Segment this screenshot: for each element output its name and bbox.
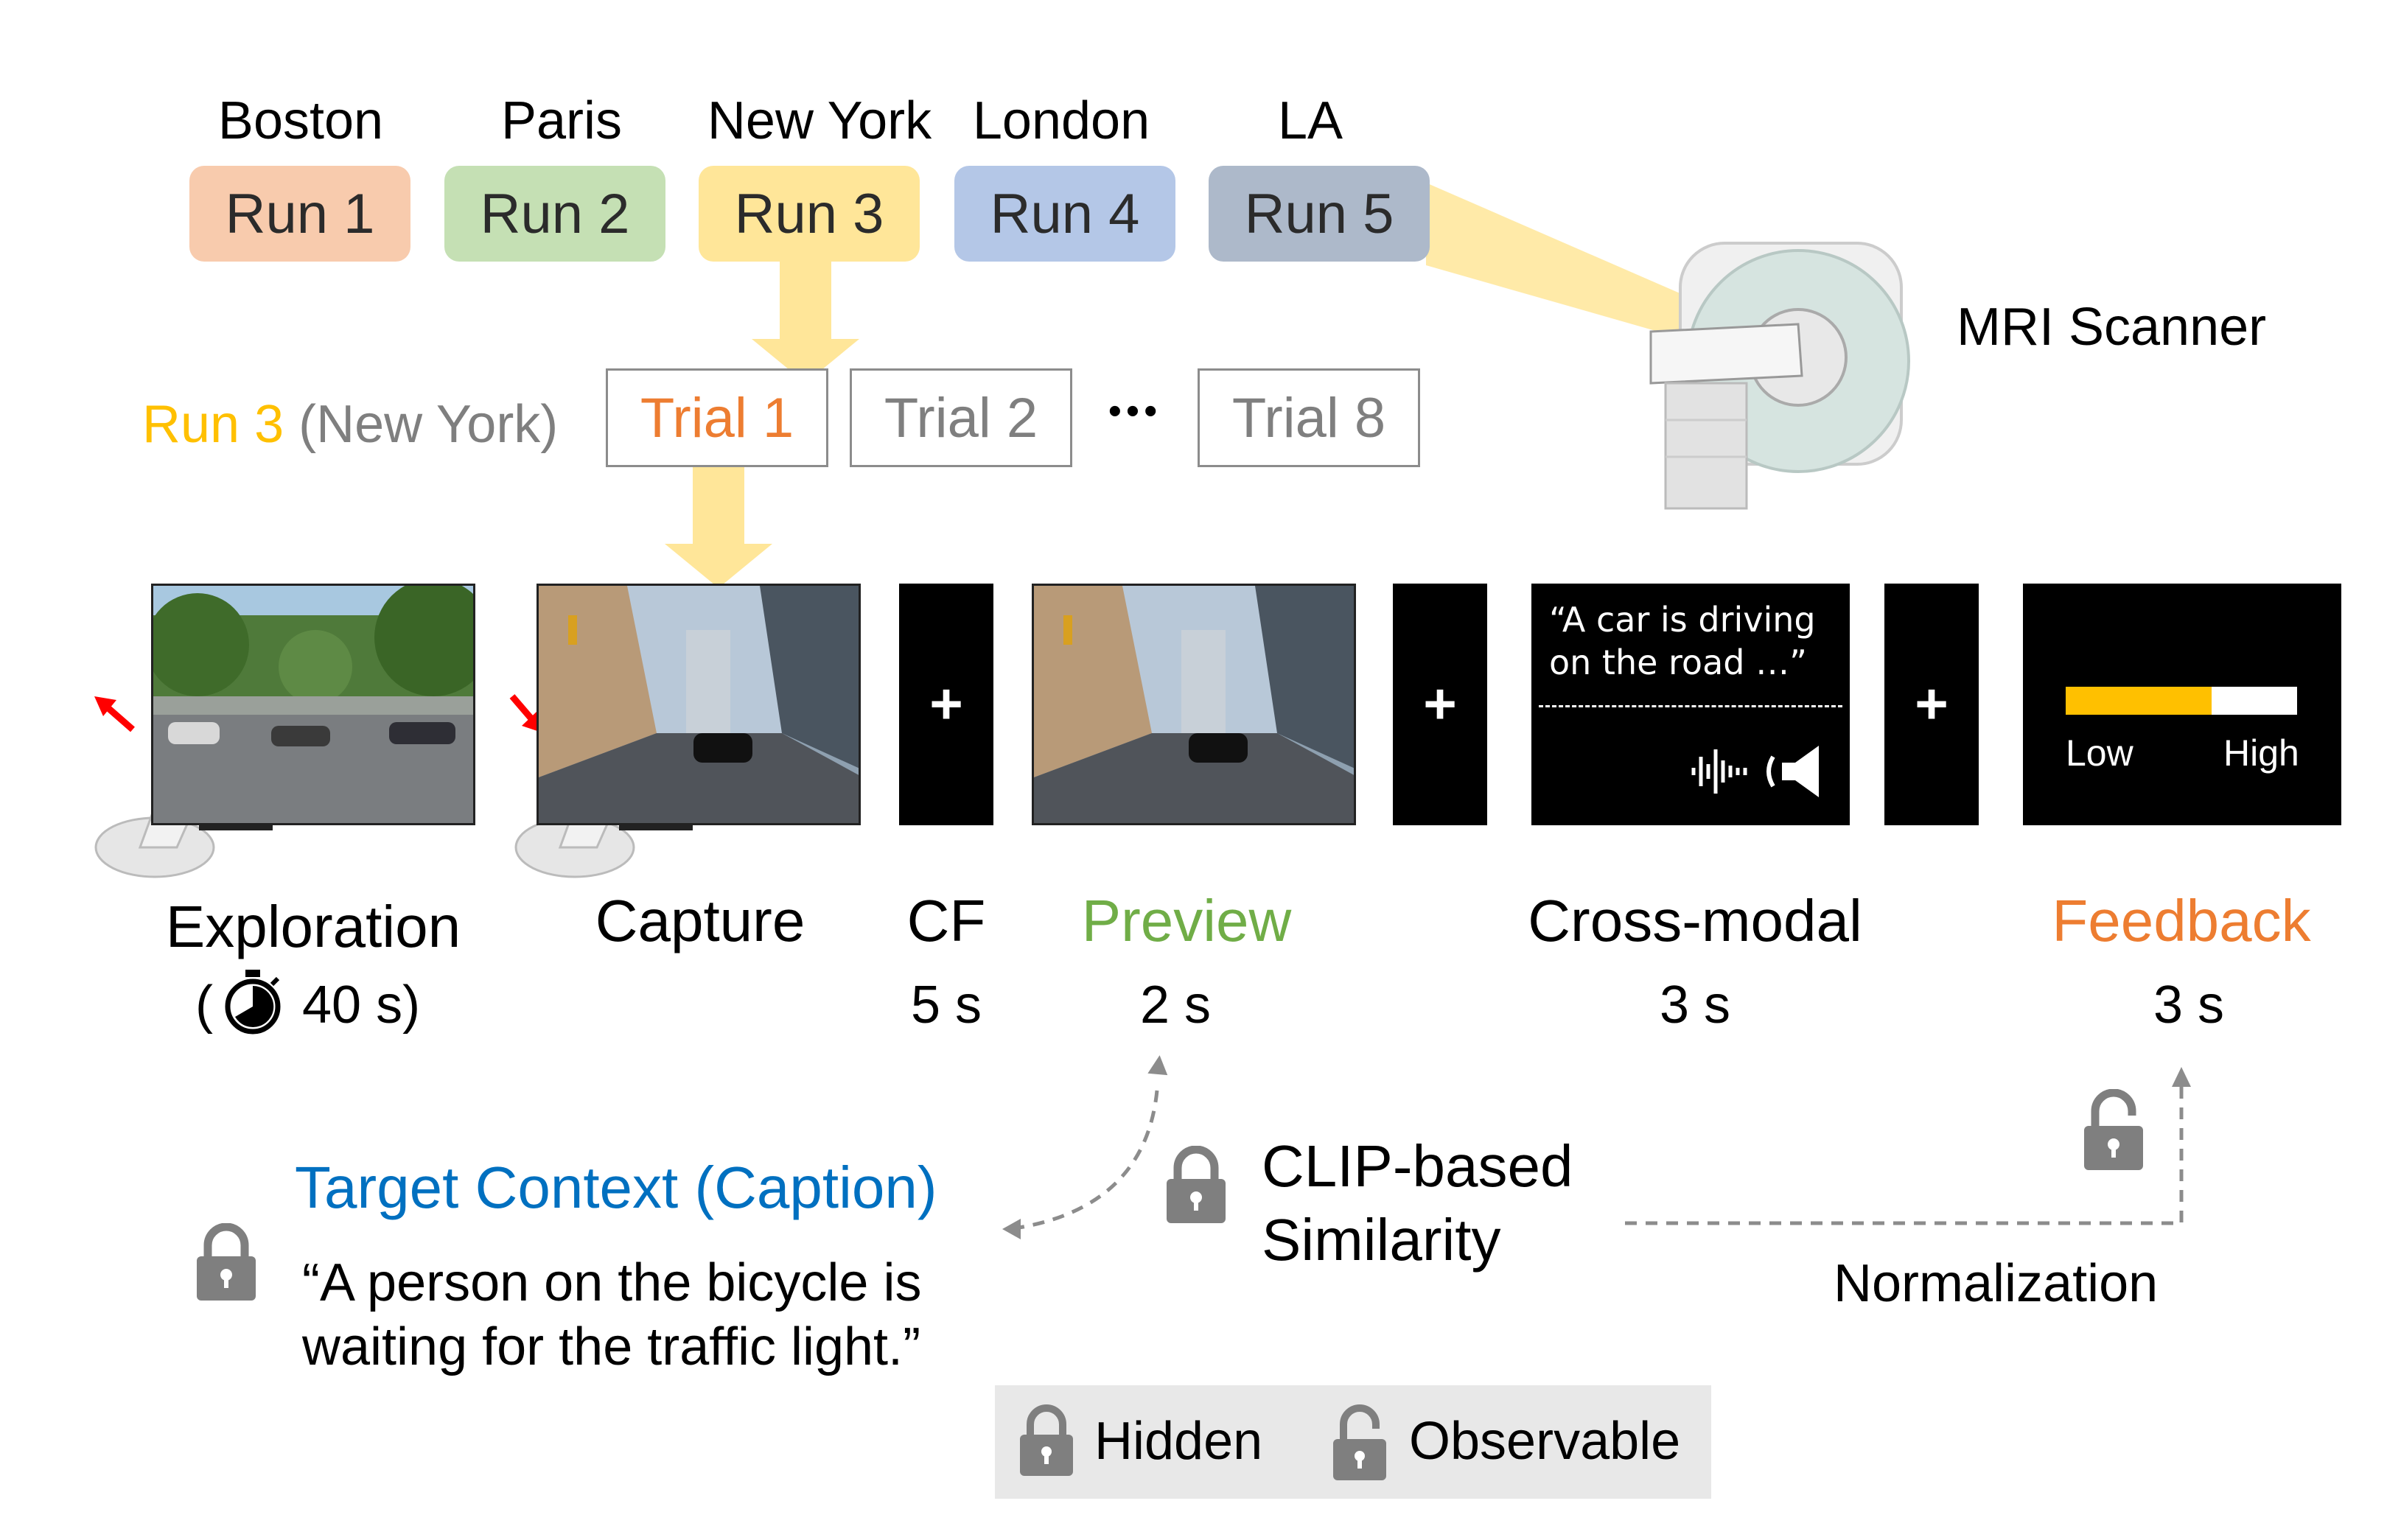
feedback-duration: 3 s [2153,976,2225,1035]
run-header: Run 3 (New York) [142,398,558,451]
target-caption-line1: “A person on the bicycle is [302,1253,922,1312]
clip-line2: Similarity [1262,1207,1501,1273]
target-caption-line2: waiting for the traffic light.” [302,1317,921,1376]
run-box-5: Run 5 [1209,166,1430,262]
unlock-icon [2084,1089,2143,1170]
cross-modal-card: “A car is driving on the road …” [1531,584,1850,825]
lock-icon [1020,1404,1073,1476]
city-label-london: London [972,91,1150,150]
normalization-label: Normalization [1834,1254,2159,1313]
run-label: Run 2 [480,182,630,245]
caption-line: “A car is driving [1549,600,1816,640]
legend: Hidden Observable [995,1385,1711,1499]
feedback-high-label: High [2223,732,2299,774]
fixation-cross: + [929,671,963,736]
audio-icon [1691,746,1819,797]
phase-cross-modal: Cross-modal [1528,888,1862,953]
city-label-la: LA [1277,91,1343,150]
preview-arrowhead [1147,1055,1168,1076]
phase-cf: CF [906,888,986,953]
lock-icon [197,1223,256,1301]
trial-label: Trial 8 [1231,386,1386,449]
target-arrowhead [1002,1219,1021,1239]
cross-modal-caption: “A car is driving on the road …” [1549,598,1816,684]
preview-target-dashed-arrow [1009,1090,1159,1231]
run-box-3: Run 3 [699,166,920,262]
exploration-duration: 40 s) [302,976,421,1035]
divider [1539,705,1842,707]
trial-label: Trial 1 [640,386,794,449]
phase-feedback: Feedback [2052,888,2311,953]
ellipsis: ••• [1108,390,1162,433]
run-box-2: Run 2 [444,166,665,262]
feedback-arrowhead [2172,1067,2191,1087]
run-label: Run 3 [734,182,884,245]
run-header-run: Run 3 [142,395,284,454]
feedback-bar-track [2066,687,2297,715]
trial-box-8: Trial 8 [1198,368,1420,467]
cross-modal-duration: 3 s [1659,976,1731,1035]
stopwatch-icon [225,970,281,1035]
normalization-dashed-arrow [1625,1083,2184,1225]
exploration-duration-open: ( [195,976,213,1035]
target-context-title: Target Context (Caption) [295,1155,937,1220]
city-label-new-york: New York [707,91,932,150]
scanner-beam [1426,183,1717,346]
run-header-city: (New York) [298,395,559,454]
trial-box-1: Trial 1 [606,368,828,467]
phase-capture: Capture [595,888,805,953]
fixation-card: + [1884,584,1979,825]
run-box-4: Run 4 [954,166,1175,262]
feedback-low-label: Low [2066,732,2133,774]
mri-scanner-icon [1649,242,1910,510]
lock-icon [1167,1146,1226,1223]
trial-to-capture-arrow [665,464,772,588]
unlock-icon [1333,1404,1386,1480]
run-box-1: Run 1 [189,166,410,262]
preview-duration: 2 s [1139,976,1212,1035]
preview-image [1032,584,1356,825]
fixation-card: + [1393,584,1487,825]
trial-box-2: Trial 2 [850,368,1072,467]
clip-line1: CLIP-based [1262,1133,1573,1199]
city-label-paris: Paris [500,91,623,150]
run-to-trial-arrow [752,262,859,383]
scanner-label: MRI Scanner [1957,298,2267,357]
cf-duration: 5 s [910,976,982,1035]
run-label: Run 5 [1244,182,1394,245]
capture-image [537,584,861,825]
phase-preview: Preview [1081,888,1292,953]
feedback-card: Low High [2023,584,2341,825]
city-label-boston: Boston [217,91,384,150]
trial-label: Trial 2 [884,386,1038,449]
fixation-cross: + [1423,671,1457,736]
legend-observable: Observable [1409,1412,1681,1471]
phase-exploration: Exploration [165,894,461,959]
legend-hidden: Hidden [1094,1412,1263,1471]
run-label: Run 1 [225,182,375,245]
cf-card: + [899,584,993,825]
exploration-image [151,584,475,825]
fixation-cross: + [1915,671,1949,736]
run-label: Run 4 [990,182,1140,245]
feedback-bar-fill [2066,687,2212,715]
caption-line: on the road …” [1549,643,1807,682]
